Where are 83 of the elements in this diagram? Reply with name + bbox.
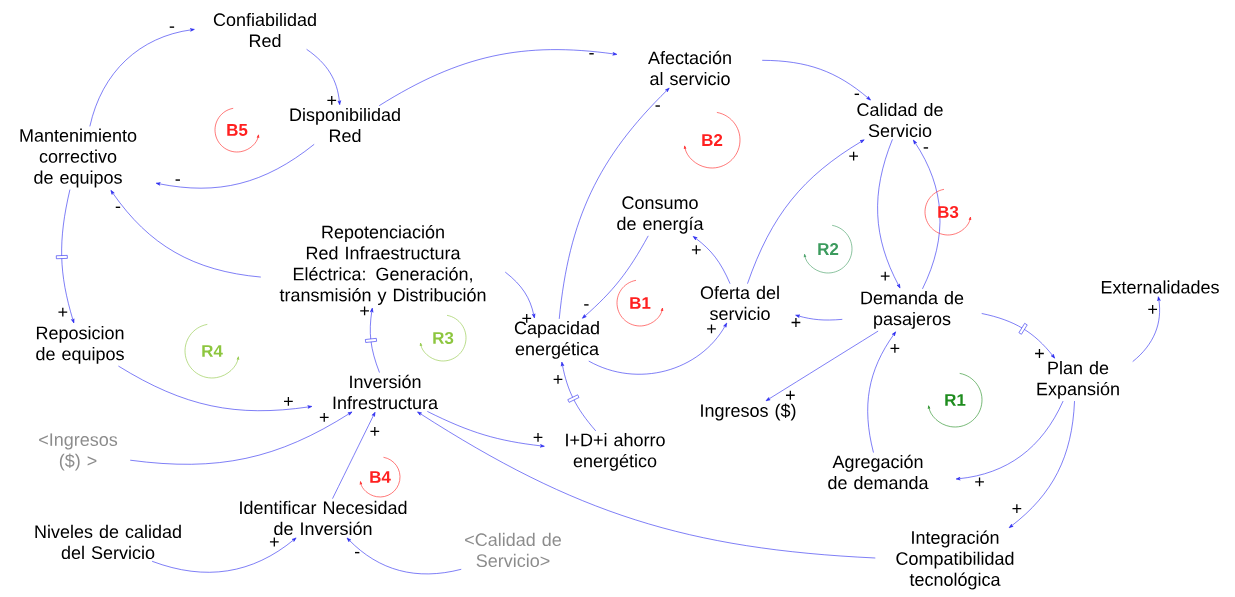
arrow (110, 190, 262, 278)
polarity-sign: - (169, 26, 175, 28)
polarity-sign: + (1012, 504, 1022, 514)
variable-label: <Calidad de Servicio> (465, 532, 561, 568)
arrow (1132, 296, 1161, 362)
polarity-sign: + (533, 433, 543, 442)
variable-label: Calidad de Servicio (857, 102, 943, 138)
variable-label: I+D+i ahorro energético (566, 433, 665, 471)
polarity-sign: + (890, 343, 900, 353)
variable-label: Niveles de calidad del Servicio (35, 524, 181, 560)
arrow (151, 537, 297, 573)
variable-label: Agregación de demanda (828, 454, 929, 490)
variable-label: Externalidades (1101, 280, 1219, 294)
polarity-sign: + (791, 318, 801, 327)
variable-label: Inversión Infrestructura (333, 374, 438, 410)
polarity-sign: - (584, 304, 589, 306)
arrow (913, 139, 941, 290)
arrow (1008, 400, 1075, 528)
arrow (867, 331, 896, 453)
polarity-sign: - (589, 53, 594, 55)
arrow (692, 236, 731, 284)
polarity-sign: + (849, 151, 858, 161)
polarity-sign: + (284, 396, 293, 406)
variable-label: Integración Compatibilidad tecnológica (896, 530, 1014, 590)
polarity-sign: + (707, 324, 716, 334)
arrow (427, 411, 545, 448)
arrow (155, 144, 315, 189)
polarity-sign: + (880, 271, 890, 281)
variable-label: Identificar Necesidad de Inversión (240, 500, 407, 536)
arrow (588, 322, 728, 375)
variable-label: Mantenimiento correctivo de equipos (20, 128, 137, 188)
variable-label: Afectación al servicio (648, 50, 731, 86)
arrow (378, 49, 618, 106)
polarity-sign: + (975, 477, 984, 487)
polarity-sign: - (355, 551, 360, 554)
variable-label: Confiabilidad Red (213, 12, 316, 48)
polarity-sign: - (923, 147, 929, 149)
variable-label: Repotenciación Red Infraestructura Eléctrica: Generación, transmisión y Distribución (279, 225, 486, 305)
arrow (560, 361, 597, 432)
polarity-sign: + (1035, 349, 1044, 358)
arrow (61, 189, 75, 324)
polarity-sign: + (522, 314, 532, 323)
variable-label: Oferta del servicio (700, 285, 779, 321)
polarity-sign: + (269, 537, 279, 547)
arrow (981, 313, 1055, 359)
polarity-sign: + (553, 374, 563, 384)
arrow (346, 537, 462, 575)
variable-label: Capacidad energética (514, 321, 599, 359)
arrow (417, 411, 876, 559)
arrow (332, 411, 376, 499)
variable-label: Disponibilidad Red (290, 107, 400, 143)
arrow (877, 139, 901, 289)
arrow (504, 271, 536, 319)
variable-label: Plan de Expansión (1037, 361, 1119, 399)
polarity-sign: + (58, 307, 68, 317)
variable-label: <Ingresos ($) > (39, 433, 118, 471)
polarity-sign: - (854, 93, 860, 96)
arrow (118, 365, 313, 411)
polarity-sign: - (655, 105, 660, 107)
polarity-sign: + (786, 390, 795, 400)
arrow (795, 314, 843, 321)
variable-label: Consumo de energía (617, 196, 704, 234)
arrow (955, 400, 1064, 481)
arrow (747, 139, 865, 284)
polarity-sign: - (115, 206, 121, 208)
arrow (761, 60, 871, 101)
variable-label: Reposicion de equipos (36, 326, 124, 364)
arrow (129, 411, 353, 465)
variable-label: Ingresos ($) (701, 403, 796, 421)
polarity-sign: + (370, 427, 380, 436)
polarity-sign: + (691, 245, 701, 255)
polarity-sign: + (360, 306, 369, 316)
variable-label: Demanda de pasajeros (861, 291, 964, 329)
polarity-sign: - (175, 179, 180, 181)
polarity-sign: + (327, 96, 337, 105)
arrow (369, 307, 380, 373)
arrow (89, 28, 195, 127)
arrow (765, 330, 879, 402)
polarity-sign: + (319, 413, 329, 422)
arrow (582, 235, 649, 319)
arrow (558, 87, 670, 320)
arrow (306, 49, 341, 106)
polarity-sign: + (1148, 305, 1158, 314)
